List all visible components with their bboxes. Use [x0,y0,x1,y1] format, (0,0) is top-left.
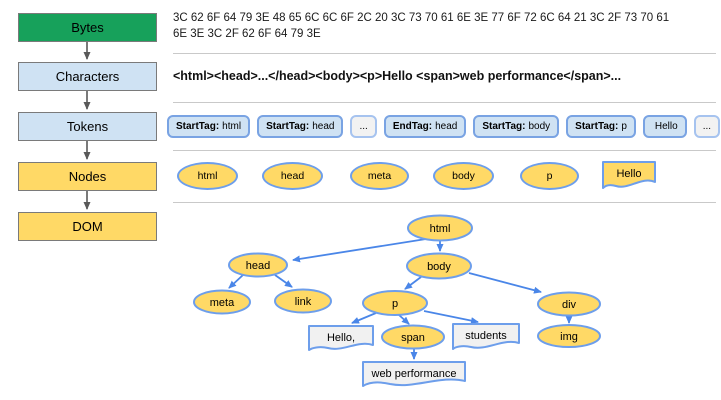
node-p: p [520,162,579,190]
row-divider-4 [173,202,716,203]
token-value: body [528,121,551,132]
token-tag: StartTag: [482,121,526,132]
bytes-hex-line1: 3C 62 6F 64 79 3E 48 65 6C 6C 6F 2C 20 3… [173,12,670,24]
row-divider-1 [173,53,716,54]
token-value: head [312,121,335,132]
node-meta-label: meta [367,170,392,182]
characters-text: <html><head>...</head><body><p>Hello <sp… [173,69,622,83]
tree-textnode-hello-label: Hello, [327,332,355,344]
row-divider-2 [173,102,716,103]
node-body: body [433,162,494,190]
tree-node-div [537,291,601,317]
tree-node-span [381,324,445,350]
token-ellipsis-1: ... [350,115,377,138]
node-html-label: html [197,170,218,182]
token-starttag-p: StartTag:p [566,115,636,138]
tree-node-link-label: link [295,296,312,308]
tree-node-body [406,252,472,280]
tree-node-span-label: span [401,332,425,344]
tree-node-p-label: p [392,298,398,310]
tree-node-img [537,324,601,348]
edge-p-students [423,310,479,325]
tokens-row: StartTag:html StartTag:head ... EndTag:h… [167,115,721,138]
token-value: p [621,121,627,132]
bytes-hex-line2: 6E 3E 3C 2F 62 6F 64 79 3E [173,28,321,40]
tree-node-html [407,214,473,242]
token-value: ... [702,121,712,132]
tree-node-body-label: body [427,261,451,273]
edge-html-head [292,238,427,263]
tree-textnode-students-shape [452,323,520,350]
stage-nodes-label: Nodes [68,169,107,184]
token-tag: StartTag: [266,121,310,132]
node-meta: meta [350,162,409,190]
node-head: head [262,162,323,190]
token-starttag-head: StartTag:head [257,115,344,138]
tree-node-head-label: head [246,260,270,272]
stage-nodes: Nodes [18,162,157,191]
tree-node-meta [193,289,251,315]
tree-node-html-label: html [430,223,451,235]
stage-characters: Characters [18,62,157,91]
token-value: html [222,121,242,132]
tree-textnode-students-label: students [465,330,507,342]
token-hello: Hello [642,115,687,138]
node-hello-document-shape [602,161,656,189]
bytes-hex-text: 3C 62 6F 64 79 3E 48 65 6C 6C 6F 2C 20 3… [173,10,718,42]
stage-bytes-label: Bytes [71,20,104,35]
token-tag: EndTag: [392,121,433,132]
node-p-label: p [546,170,553,182]
token-endtag-head: EndTag:head [383,115,467,138]
stage-tokens: Tokens [18,112,157,141]
edge-body-p [404,276,422,290]
token-tag: StartTag: [575,121,619,132]
node-body-label: body [452,170,475,182]
stage-dom: DOM [18,212,157,241]
edge-head-meta [228,274,244,289]
edge-p-hello [351,312,377,324]
token-value: Hello [654,121,678,132]
tree-textnode-hello-shape [308,325,374,351]
token-starttag-body: StartTag:body [473,115,560,138]
edge-p-span [398,314,410,325]
node-hello-label: Hello [616,168,641,180]
row-divider-3 [173,150,716,151]
stage-bytes: Bytes [18,13,157,42]
stage-dom-label: DOM [72,219,103,234]
stage-tokens-label: Tokens [66,119,109,134]
tree-node-p [362,290,428,316]
tree-textnode-webperformance-shape [362,361,466,387]
token-value: ... [359,121,368,132]
tree-node-meta-label: meta [210,297,235,309]
token-tag: StartTag: [176,121,220,132]
token-value: head [435,121,458,132]
tree-node-img-label: img [560,331,578,343]
tree-node-head [228,252,288,278]
tree-node-link [274,288,332,314]
node-head-label: head [280,170,305,182]
token-starttag-html: StartTag:html [167,115,251,138]
edge-head-link [274,274,293,288]
tree-node-div-label: div [562,299,577,311]
edge-body-div [468,272,542,294]
node-html: html [177,162,238,190]
tree-textnode-webperformance-label: web performance [371,368,457,380]
token-ellipsis-2: ... [693,115,721,138]
stage-characters-label: Characters [55,69,120,84]
